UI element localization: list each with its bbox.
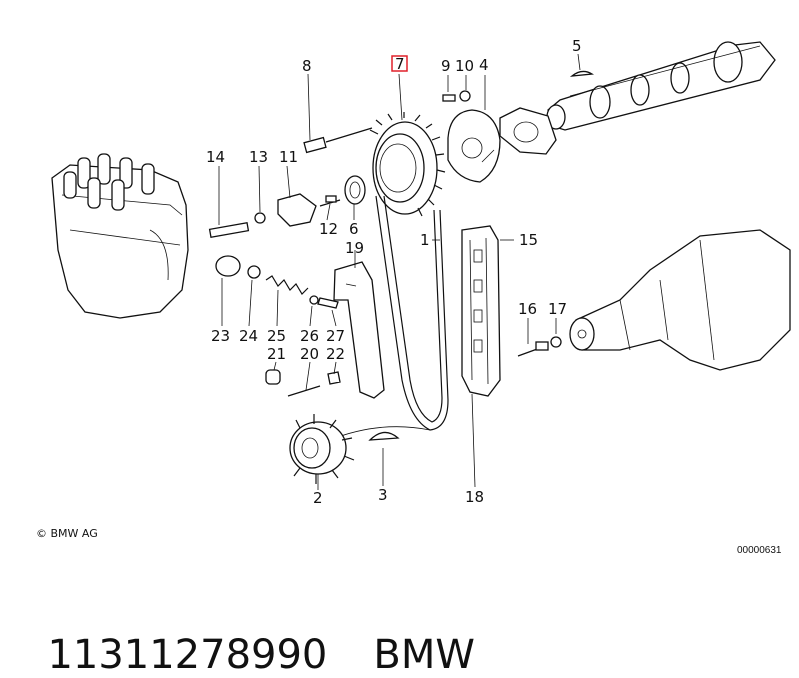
tensioner-assembly-drawing <box>208 193 341 238</box>
woodruff-key-5-drawing <box>569 70 595 77</box>
callout-25[interactable]: 25 <box>267 327 286 345</box>
callout-6[interactable]: 6 <box>349 220 359 238</box>
callout-11[interactable]: 11 <box>279 148 298 166</box>
callout-10[interactable]: 10 <box>455 57 474 75</box>
bolt-16-washer-17-drawing <box>517 336 562 357</box>
callout-24[interactable]: 24 <box>239 327 258 345</box>
crankshaft-drawing <box>569 229 791 371</box>
callout-13[interactable]: 13 <box>249 148 268 166</box>
callout-12[interactable]: 12 <box>319 220 338 238</box>
bolt-8-drawing <box>303 127 373 154</box>
callout-14[interactable]: 14 <box>206 148 225 166</box>
part-number: 11311278990 <box>47 632 328 678</box>
leader-lines <box>218 53 581 490</box>
callout-2[interactable]: 2 <box>313 489 323 507</box>
callout-8[interactable]: 8 <box>302 57 312 75</box>
callout-9[interactable]: 9 <box>441 57 451 75</box>
callout-7[interactable]: 7 <box>395 55 405 73</box>
ring-6-drawing <box>344 175 366 205</box>
tensioner-rail-19-drawing <box>333 261 385 399</box>
guide-rail-15-drawing <box>461 225 501 397</box>
callout-19[interactable]: 19 <box>345 239 364 257</box>
copyright-text: © BMW AG <box>36 527 98 540</box>
callout-3[interactable]: 3 <box>378 486 388 504</box>
callout-27[interactable]: 27 <box>326 327 345 345</box>
pin-sleeve-clip-drawing <box>265 369 341 397</box>
distributor-housing-drawing <box>51 153 189 319</box>
flange-plate-drawing <box>499 107 557 155</box>
camshaft-drawing <box>546 41 776 131</box>
callout-1[interactable]: 1 <box>420 231 430 249</box>
callout-5[interactable]: 5 <box>572 37 582 55</box>
image-code: 00000631 <box>737 545 782 556</box>
tensioner-plunger-parts-drawing <box>215 255 339 309</box>
callout-20[interactable]: 20 <box>300 345 319 363</box>
sprocket-flange-4-drawing <box>447 109 501 183</box>
callout-18[interactable]: 18 <box>465 488 484 506</box>
part-info-line: 11311278990 BMW <box>22 586 475 678</box>
woodruff-key-3-drawing <box>368 431 400 441</box>
washer-10-drawing <box>459 90 471 102</box>
callout-26[interactable]: 26 <box>300 327 319 345</box>
brand-name: BMW <box>373 632 475 678</box>
timing-chain-1-drawing <box>329 195 449 441</box>
callout-22[interactable]: 22 <box>326 345 345 363</box>
callout-4[interactable]: 4 <box>479 56 489 74</box>
pin-9-drawing <box>442 94 456 102</box>
camshaft-sprocket-7-drawing <box>369 112 446 217</box>
crank-sprocket-2-drawing <box>289 414 355 484</box>
callout-23[interactable]: 23 <box>211 327 230 345</box>
highlight-box-part-7 <box>391 55 408 72</box>
callout-17[interactable]: 17 <box>548 300 567 318</box>
callout-21[interactable]: 21 <box>267 345 286 363</box>
callout-16[interactable]: 16 <box>518 300 537 318</box>
callout-15[interactable]: 15 <box>519 231 538 249</box>
